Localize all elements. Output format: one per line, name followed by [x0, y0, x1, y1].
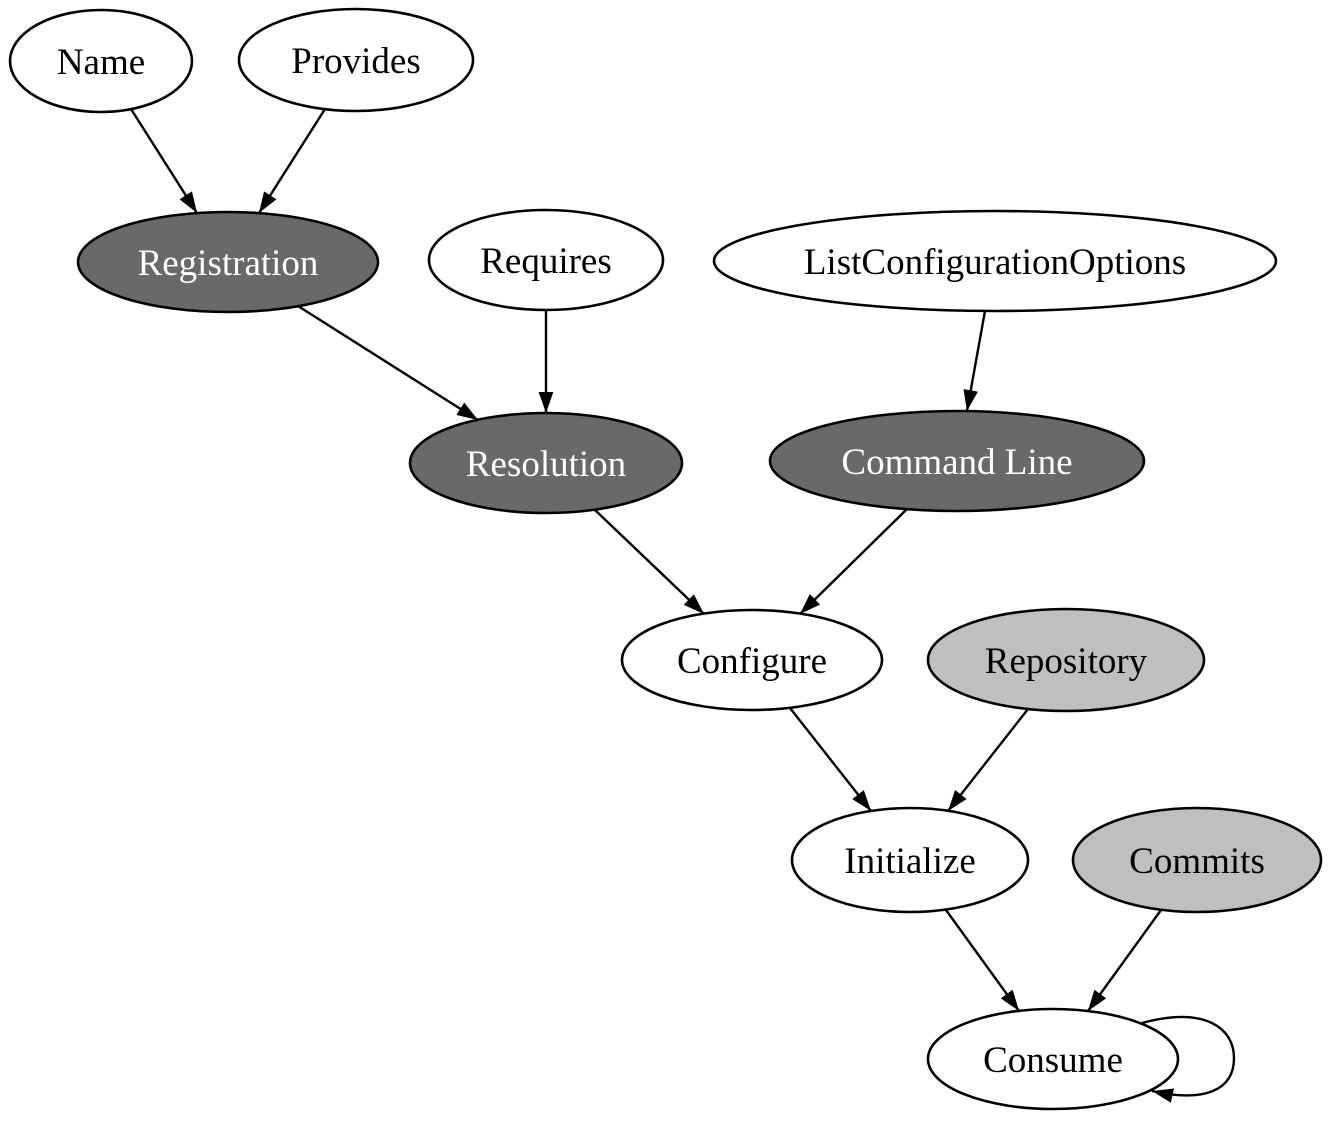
node-list-configuration-options: ListConfigurationOptions — [712, 209, 1278, 313]
node-provides-shape — [237, 7, 475, 113]
node-name: Name — [8, 8, 194, 114]
node-name-label: Name — [57, 42, 145, 83]
node-commits-label: Commits — [1129, 841, 1265, 882]
node-registration-shape — [76, 210, 380, 314]
node-initialize-label: Initialize — [844, 841, 976, 882]
node-provides: Provides — [237, 7, 475, 113]
node-registration: Registration — [76, 210, 380, 314]
edge-commits-to-consume — [1087, 909, 1162, 1012]
node-requires-shape — [427, 208, 665, 312]
node-requires: Requires — [427, 208, 665, 312]
node-requires-label: Requires — [480, 241, 612, 282]
edge-registration-to-resolution — [297, 304, 479, 422]
node-configure-shape — [620, 608, 884, 712]
edge-listconfigurationoptions-to-command-line — [963, 310, 987, 412]
edge-configure-to-initialize — [789, 707, 872, 812]
node-initialize: Initialize — [790, 806, 1030, 914]
node-list-configuration-options-label: ListConfigurationOptions — [804, 242, 1186, 283]
edge-consume-self-loop — [1141, 1015, 1236, 1103]
node-repository: Repository — [926, 607, 1206, 713]
node-commits: Commits — [1071, 806, 1323, 914]
node-name-shape — [8, 8, 194, 114]
node-resolution: Resolution — [408, 411, 684, 515]
node-command-line-shape — [768, 409, 1146, 513]
edge-provides-to-registration — [257, 108, 327, 214]
node-initialize-shape — [790, 806, 1030, 914]
node-consume: Consume — [926, 1007, 1180, 1111]
node-resolution-shape — [408, 411, 684, 515]
edge-resolution-to-configure — [594, 509, 705, 615]
edge-initialize-to-consume — [945, 909, 1020, 1012]
node-list-configuration-options-shape — [712, 209, 1278, 313]
edge-command-line-to-configure — [799, 508, 908, 615]
edge-repository-to-initialize — [947, 708, 1029, 812]
node-registration-label: Registration — [138, 243, 319, 284]
node-configure-label: Configure — [677, 641, 827, 682]
node-provides-label: Provides — [291, 41, 421, 82]
node-repository-label: Repository — [985, 641, 1148, 682]
node-repository-shape — [926, 607, 1206, 713]
node-consume-shape — [926, 1007, 1180, 1111]
node-command-line: Command Line — [768, 409, 1146, 513]
node-resolution-label: Resolution — [466, 444, 626, 485]
node-configure: Configure — [620, 608, 884, 712]
node-commits-shape — [1071, 806, 1323, 914]
node-consume-label: Consume — [983, 1040, 1123, 1081]
node-command-line-label: Command Line — [841, 442, 1072, 483]
edge-layer — [129, 108, 1236, 1103]
edge-name-to-registration — [129, 108, 199, 214]
